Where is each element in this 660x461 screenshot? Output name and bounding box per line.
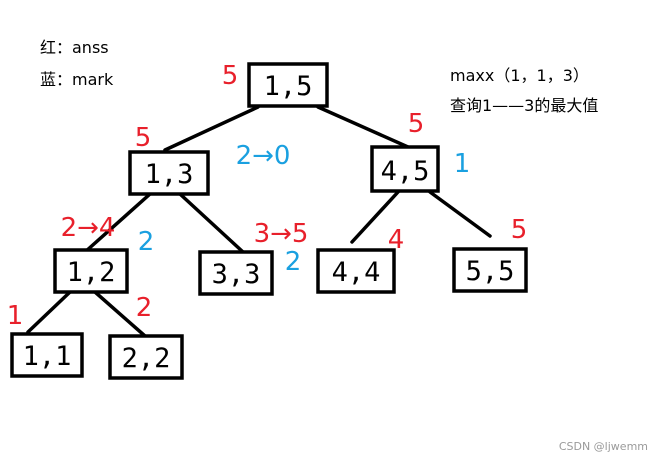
query-call: maxx（1，1，3） [450,66,589,85]
watermark: CSDN @ljwemm [558,440,648,453]
node-1-3-label: 1,3 [145,159,194,190]
edge-13-33 [178,192,245,254]
node-1-1-box [10,332,84,378]
edge-12-11 [26,290,72,334]
node-5-5-label: 5,5 [466,256,515,287]
node-1-2-label: 1,2 [67,257,116,288]
mark-3-3: 2 [285,247,302,277]
ans-1-2: 2→4 [61,213,116,243]
node-1-5-box [247,62,329,108]
edge-12-22 [93,290,147,338]
ans-4-5: 5 [408,109,425,139]
node-4-4-box [316,248,396,294]
ans-1-5: 5 [222,61,239,91]
node-1-3-box [128,150,210,196]
ans-5-5: 5 [511,215,528,245]
node-1-2-box [53,248,129,294]
node-1-1-label: 1,1 [23,341,72,372]
node-4-5-label: 4,5 [381,156,430,187]
node-4-4-label: 4,4 [332,257,381,288]
mark-1-3: 2→0 [236,141,291,171]
node-1-5-label: 1,5 [264,71,313,102]
edge-15-45 [316,105,410,149]
node-4-5-box [370,145,440,193]
edge-45-44 [350,190,400,244]
query-description: 查询1——3的最大值 [450,96,599,115]
node-2-2-box [108,334,184,380]
legend-red: 红：anss [40,38,109,57]
node-3-3-label: 3,3 [212,259,261,290]
node-2-2-label: 2,2 [122,343,171,374]
node-3-3-box [198,250,274,296]
ans-2-2: 2 [136,293,153,323]
edge-45-55 [428,190,492,238]
ans-1-3: 5 [135,123,152,153]
mark-4-5: 1 [454,149,471,179]
ans-1-1: 1 [7,301,24,331]
legend-blue: 蓝：mark [40,70,114,89]
edge-15-13 [163,105,260,152]
ans-3-3: 3→5 [254,219,309,249]
node-5-5-box [452,247,528,293]
edge-13-12 [83,192,152,254]
ans-4-4: 4 [388,225,405,255]
tree-edges [26,105,492,338]
mark-1-2: 2 [138,227,155,257]
